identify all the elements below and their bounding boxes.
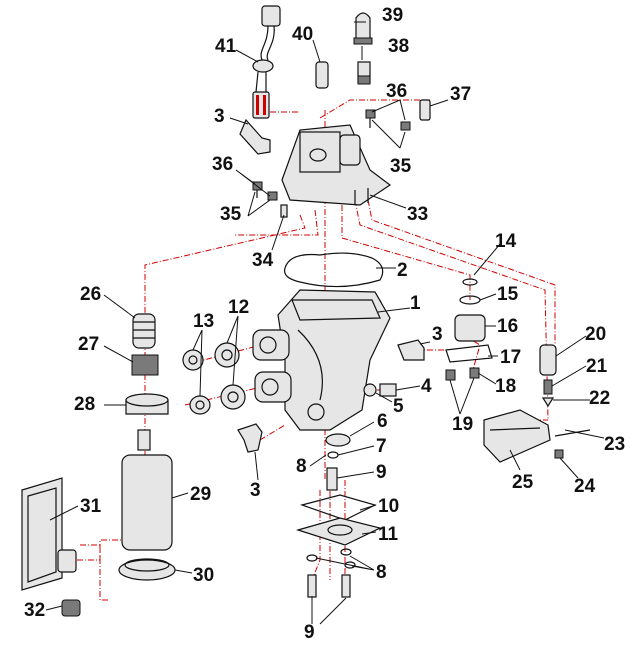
- callout-38: 38: [388, 36, 409, 57]
- callout-35-left: 35: [220, 204, 242, 225]
- callout-13: 13: [193, 311, 214, 332]
- callout-10: 10: [378, 496, 399, 517]
- part-float-20-25: [483, 344, 591, 463]
- callout-19: 19: [452, 414, 473, 435]
- callout-33: 33: [407, 204, 428, 225]
- part-elbow-3-right: [397, 339, 425, 361]
- callout-20: 20: [585, 324, 606, 345]
- callout-40: 40: [292, 24, 313, 45]
- callout-16: 16: [497, 316, 518, 337]
- part-filter-31-32: [21, 477, 81, 617]
- callout-5: 5: [393, 396, 404, 417]
- part-regulator-14-19: [445, 278, 493, 381]
- callout-8-bottom: 8: [376, 562, 387, 583]
- callout-30: 30: [193, 565, 214, 586]
- callout-3-top: 3: [214, 106, 225, 127]
- callout-3-right: 3: [432, 324, 443, 345]
- part-bolts-8-9-bottom: [306, 548, 356, 598]
- callout-28: 28: [74, 394, 95, 415]
- part-plates-10-11: [295, 494, 382, 546]
- callout-6: 6: [377, 411, 388, 432]
- part-sensor-39-38: [353, 12, 373, 85]
- callout-7: 7: [376, 436, 387, 457]
- part-cover-33: [281, 124, 392, 206]
- callout-39: 39: [382, 5, 403, 26]
- callout-3-bottom: 3: [250, 480, 261, 501]
- callout-18: 18: [495, 376, 516, 397]
- callout-27: 27: [78, 334, 99, 355]
- callout-26: 26: [80, 284, 101, 305]
- callout-12: 12: [228, 297, 249, 318]
- part-screws-36-35-top: [365, 109, 411, 131]
- callout-29: 29: [190, 484, 211, 505]
- callout-15: 15: [497, 284, 519, 305]
- callout-2: 2: [397, 260, 408, 281]
- callout-9-bottom: 9: [304, 622, 315, 643]
- callout-36-top: 36: [386, 81, 407, 102]
- part-sleeve-40: [315, 61, 329, 89]
- part-pin-37: [419, 99, 431, 121]
- callout-35-top: 35: [390, 156, 412, 177]
- callout-11: 11: [378, 524, 399, 545]
- part-wire-harness-41: [252, 5, 281, 119]
- callout-24: 24: [574, 476, 596, 497]
- callout-9-mid: 9: [376, 462, 387, 483]
- callout-numbers: 39 40 41 38 36 37 3 35 36 35 33 34 14 2 …: [24, 5, 625, 643]
- part-fitting-4-5: [363, 383, 397, 397]
- callout-14: 14: [495, 231, 517, 252]
- part-housing-1: [252, 289, 391, 431]
- part-elbow-3-bottom: [237, 423, 263, 453]
- callout-4: 4: [421, 376, 432, 397]
- callout-37: 37: [450, 84, 471, 105]
- callout-22: 22: [589, 388, 610, 409]
- callout-41: 41: [215, 36, 237, 57]
- callout-23: 23: [604, 434, 625, 455]
- part-pump-26-30: [118, 313, 176, 581]
- callout-25: 25: [512, 472, 534, 493]
- leader-lines: [45, 21, 605, 625]
- callout-8-mid: 8: [296, 456, 307, 477]
- callout-34: 34: [252, 250, 274, 271]
- part-stack-6-9: [325, 433, 351, 491]
- callout-21: 21: [586, 356, 608, 377]
- part-elbow-3-top: [239, 118, 271, 155]
- part-gasket-2: [283, 252, 384, 288]
- callout-31: 31: [80, 496, 102, 517]
- callout-17: 17: [500, 347, 521, 368]
- callout-36-left: 36: [212, 154, 233, 175]
- callout-1: 1: [410, 293, 421, 314]
- callout-32: 32: [24, 600, 45, 621]
